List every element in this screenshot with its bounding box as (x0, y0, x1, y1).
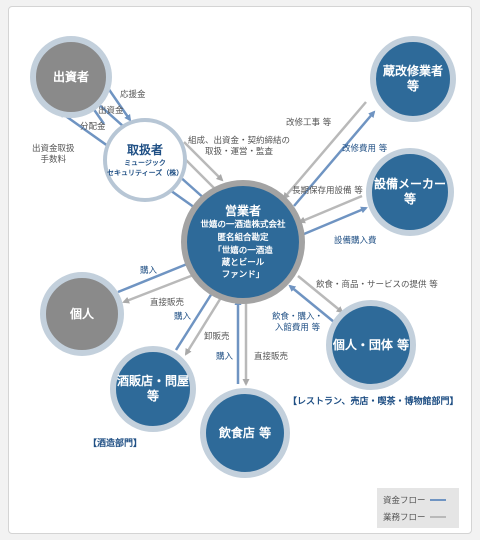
restaurant-label: 飲食店 等 (218, 425, 272, 440)
label-individual-purchase: 購入 (140, 266, 158, 276)
equipment-maker-label: 設備メーカー 等 (373, 177, 446, 206)
flow-handler-to-operator-business (183, 141, 224, 182)
renovator-label: 蔵改修業者 等 (382, 64, 443, 93)
operator-line4: 蔵とビール (221, 258, 265, 268)
label-renovation-work: 改修工事 等 (286, 118, 332, 128)
label-fee: 出資金取扱 手数料 (32, 144, 75, 166)
flow-groups-to-operator-money (288, 284, 335, 323)
label-restaurant-purchase: 購入 (216, 352, 234, 362)
label-long-term-storage: 長期保存用設備 等 (292, 186, 363, 196)
handler-sub2: セキュリティーズ（株） (107, 168, 184, 177)
flow-maker-to-operator-business (298, 194, 363, 224)
legend: 資金フロー 業務フロー (377, 488, 459, 528)
individual-label: 個人 (69, 306, 94, 321)
groups-node: 個人・団体 等 (326, 300, 416, 390)
label-food-services: 飲食・商品・サービスの提供 等 (316, 280, 438, 290)
operator-title: 営業者 (224, 204, 261, 218)
investor-label: 出資者 (52, 69, 89, 84)
legend-business-row: 業務フロー (383, 511, 446, 523)
legend-money-label: 資金フロー (383, 496, 426, 506)
label-equipment-purchase: 設備購入費 (334, 236, 377, 246)
flow-individual-to-operator-money (117, 260, 194, 294)
label-food-purchase-line1: 飲食・購入・ (272, 312, 324, 322)
label-handler-tasks-line1: 組成、出資金・契約締結の (188, 136, 291, 146)
label-fee-line2: 手数料 (40, 155, 67, 165)
flow-renovator-to-operator-business (282, 101, 367, 200)
label-wholesale: 卸販売 (204, 332, 230, 342)
flow-investor-to-handler-money (106, 87, 132, 122)
label-handler-tasks: 組成、出資金・契約締結の 取扱・運営・監査 (188, 136, 290, 158)
label-handler-tasks-line2: 取扱・運営・監査 (205, 147, 274, 157)
flow-operator-to-renovator-money (293, 110, 376, 207)
groups-label: 個人・団体 等 (332, 337, 410, 352)
operator-line3: 「世嬉の一酒造 (213, 246, 273, 256)
label-food-purchase: 飲食・購入・ 入館費用 等 (272, 312, 323, 334)
label-store-purchase: 購入 (174, 312, 192, 322)
handler-sub1: ミュージック (124, 158, 166, 167)
label-food-purchase-line2: 入館費用 等 (274, 323, 321, 333)
handler-node: 取扱者 ミュージック セキュリティーズ（株） (103, 118, 187, 202)
flow-operator-to-store-business (184, 295, 224, 356)
label-investment: 出資金 (98, 106, 124, 116)
flow-operator-to-individual-business (122, 272, 197, 304)
liquor-store-node: 酒販店・問屋 等 (110, 346, 196, 432)
operator-line2: 匿名組合勘定 (217, 233, 269, 243)
label-individual-direct-sale: 直接販売 (150, 298, 185, 308)
group-sake-division: 【酒造部門】 (88, 439, 143, 449)
label-distribution: 分配金 (80, 122, 106, 132)
liquor-store-label: 酒販店・問屋 等 (116, 374, 189, 403)
label-soliciting: 応援金 (120, 90, 146, 100)
label-restaurant-direct-sale: 直接販売 (254, 352, 289, 362)
legend-business-label: 業務フロー (383, 513, 426, 523)
label-renovation-cost: 改修費用 等 (342, 144, 388, 154)
handler-title: 取扱者 (126, 142, 163, 157)
equipment-maker-node: 設備メーカー 等 (366, 148, 454, 236)
legend-business-swatch (429, 516, 446, 518)
renovator-node: 蔵改修業者 等 (370, 36, 456, 122)
operator-line1: 世嬉の一酒造株式会社 (200, 220, 286, 230)
flow-operator-to-maker-money (303, 206, 368, 236)
individual-node: 個人 (40, 272, 124, 356)
legend-money-swatch (429, 499, 446, 501)
flow-store-to-operator-money (174, 288, 216, 351)
label-fee-line1: 出資金取扱 (32, 144, 75, 154)
group-restaurant-division: 【レストラン、売店・喫茶・博物館部門】 (288, 397, 459, 407)
flow-operator-to-groups-business (297, 275, 344, 314)
investor-node: 出資者 (30, 36, 112, 118)
restaurant-node: 飲食店 等 (200, 388, 290, 478)
operator-line5: ファンド」 (221, 270, 265, 280)
operator-node: 営業者 世嬉の一酒造株式会社 匿名組合勘定 「世嬉の一酒造 蔵とビール ファンド… (181, 180, 305, 304)
legend-money-row: 資金フロー (383, 494, 446, 506)
